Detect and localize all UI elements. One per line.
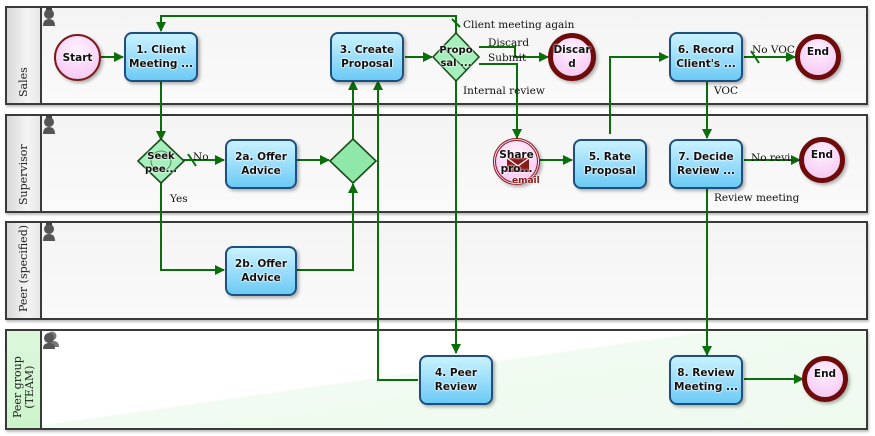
label-no: No xyxy=(193,151,209,163)
end-event-supervisor[interactable]: End xyxy=(799,137,845,183)
flow-2b-to-merge[interactable] xyxy=(297,183,358,271)
gateway-proposal-label: Propo sal ... xyxy=(439,45,473,69)
flow-proposal-client-meeting-again[interactable] xyxy=(156,15,457,33)
task-2a-offer-advice[interactable]: 2a. Offer Advice xyxy=(225,139,297,189)
label-submit: Submit xyxy=(488,52,527,62)
gateway-seek-peer[interactable] xyxy=(136,137,186,185)
flow-t5-to-t6[interactable] xyxy=(609,52,669,134)
discard-end-event[interactable]: Discar d xyxy=(548,33,596,81)
label-no-voc: No VOC xyxy=(752,44,795,56)
lane-label-peer-group: Peer group (TEAM) xyxy=(7,331,42,428)
flow-seek-yes-to-2b[interactable] xyxy=(160,182,225,275)
label-internal-review: Internal review xyxy=(463,85,545,97)
label-yes: Yes xyxy=(170,193,188,205)
gateway-seek-peer-label: Seek pee... xyxy=(144,151,178,175)
label-discard: Discard xyxy=(488,37,530,49)
person-icon xyxy=(43,223,55,241)
flow-proposal-submit[interactable] xyxy=(479,63,522,139)
lane-peer-specified: Peer (specified) xyxy=(5,221,868,320)
task-4-peer-review[interactable]: 4. Peer Review xyxy=(419,355,493,405)
default-flow-marker xyxy=(451,18,461,28)
label-voc: VOC xyxy=(714,85,739,97)
task-1-client-meeting[interactable]: 1. Client Meeting ... xyxy=(124,32,198,82)
end-event-sales[interactable]: End xyxy=(795,34,841,80)
label-client-meeting-again: Client meeting again xyxy=(463,19,575,31)
share-proposal-email-event[interactable]: Share pro... xyxy=(493,138,540,185)
gateway-merge[interactable] xyxy=(328,137,378,185)
task-6-record-clients[interactable]: 6. Record Client's ... xyxy=(669,32,743,82)
envelope-icon xyxy=(507,158,529,172)
lane-label-supervisor: Supervisor xyxy=(7,116,42,211)
task-7-decide-review[interactable]: 7. Decide Review ... xyxy=(669,139,743,189)
end-event-team[interactable]: End xyxy=(802,356,848,402)
default-flow-marker xyxy=(187,153,197,167)
task-8-review-meeting[interactable]: 8. Review Meeting ... xyxy=(669,355,743,405)
lane-label-sales: Sales xyxy=(7,8,42,103)
gateway-proposal[interactable] xyxy=(431,31,481,83)
flow-proposal-discard[interactable] xyxy=(479,46,549,62)
person-icon xyxy=(43,8,55,26)
label-review-meeting: Review meeting xyxy=(714,192,800,203)
group-icon xyxy=(43,331,59,349)
lane-label-peer-specified: Peer (specified) xyxy=(7,223,42,318)
task-2b-offer-advice[interactable]: 2b. Offer Advice xyxy=(225,246,297,296)
start-event[interactable]: Start xyxy=(54,34,101,81)
flow-t4-to-t3[interactable] xyxy=(373,80,418,381)
task-5-rate-proposal[interactable]: 5. Rate Proposal xyxy=(573,139,647,189)
email-tag: email xyxy=(512,176,540,186)
label-no-review: No revi... xyxy=(751,152,799,164)
default-flow-marker xyxy=(750,50,760,64)
person-icon xyxy=(43,116,55,134)
task-3-create-proposal[interactable]: 3. Create Proposal xyxy=(330,32,404,82)
